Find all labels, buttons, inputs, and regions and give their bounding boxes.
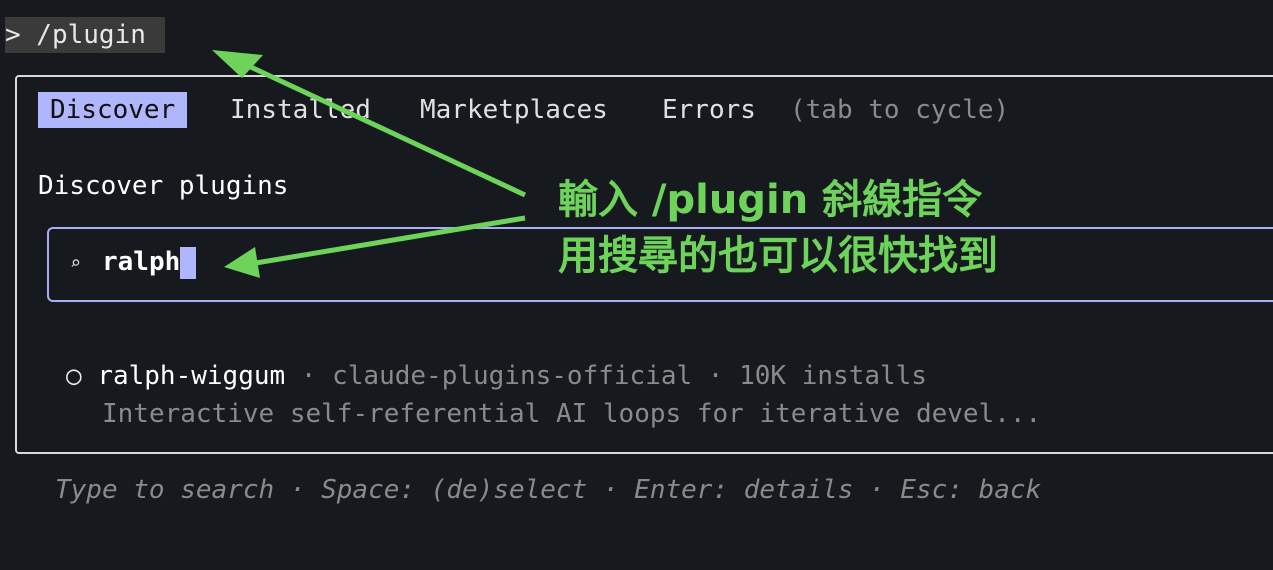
plugin-source: claude-plugins-official (332, 361, 693, 391)
keyboard-hints: Type to search · Space: (de)select · Ent… (55, 475, 1042, 505)
result-item[interactable]: ○ ralph-wiggum · claude-plugins-official… (66, 358, 927, 394)
command-prompt[interactable]: > /plugin (5, 17, 165, 53)
arrow-to-search-icon (224, 215, 526, 278)
select-radio-icon[interactable]: ○ (66, 361, 82, 391)
search-input[interactable] (47, 227, 1273, 302)
tab-errors[interactable]: Errors (662, 95, 756, 125)
search-value[interactable]: ralph (102, 244, 197, 280)
separator: · (692, 361, 740, 391)
annotation-line-1: 輸入 /plugin 斜線指令 (558, 177, 983, 223)
tab-marketplaces[interactable]: Marketplaces (420, 95, 608, 125)
separator: · (285, 361, 333, 391)
section-title: Discover plugins (38, 171, 289, 201)
text-cursor (180, 246, 197, 279)
tab-hint: (tab to cycle) (790, 95, 1010, 125)
annotation-line-2: 用搜尋的也可以很快找到 (558, 233, 998, 279)
plugin-panel (15, 75, 1273, 454)
plugin-installs: 10K installs (739, 361, 927, 391)
search-text: ralph (102, 247, 181, 277)
plugin-description: Interactive self-referential AI loops fo… (102, 399, 1042, 429)
search-icon: ⌕ (70, 253, 81, 274)
plugin-name: ralph-wiggum (97, 361, 286, 391)
tab-discover[interactable]: Discover (38, 92, 188, 128)
arrow-to-prompt-icon (212, 50, 527, 198)
